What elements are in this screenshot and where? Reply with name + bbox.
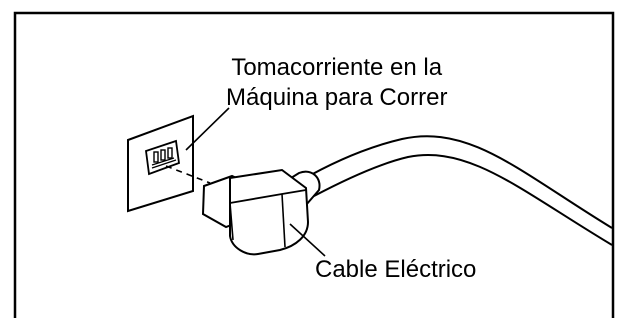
diagram-frame	[13, 11, 615, 318]
alignment-dashed-line	[165, 165, 211, 184]
power-plug	[201, 168, 310, 256]
outlet-label-line2: Máquina para Correr	[226, 84, 448, 111]
cable-leader-line	[289, 223, 326, 257]
outlet-label: Tomacorriente en la Máquina para Correr	[226, 53, 447, 113]
power-cable	[282, 135, 613, 246]
cable-label: Cable Eléctrico	[315, 256, 477, 283]
outlet-label-line1: Tomacorriente en la	[231, 54, 443, 81]
outlet-leader-line	[185, 107, 230, 151]
treadmill-outlet	[127, 114, 194, 213]
